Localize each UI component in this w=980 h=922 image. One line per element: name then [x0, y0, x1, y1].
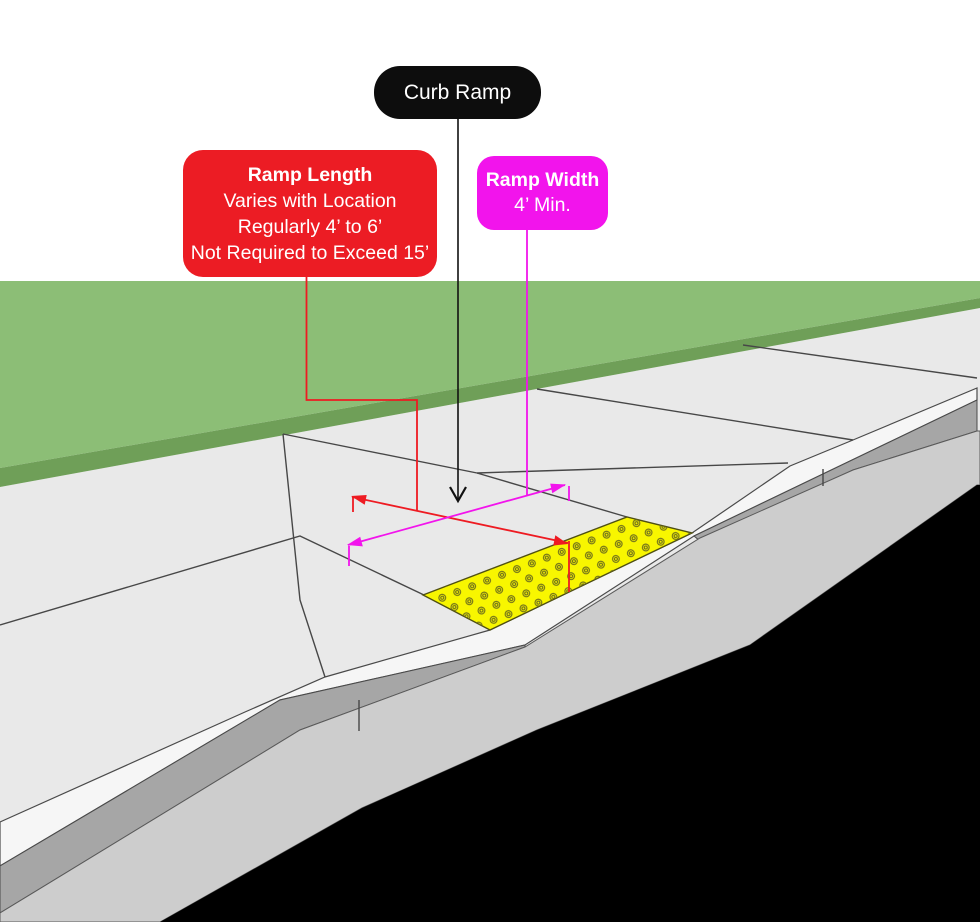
- ramp-length-line-2: Regularly 4’ to 6’: [237, 215, 383, 238]
- ramp-width-dimension: [347, 230, 570, 566]
- grass-strip: [0, 281, 980, 468]
- down-arrow-icon: [449, 486, 467, 504]
- ramp-length-line-1: Varies with Location: [223, 189, 397, 212]
- ramp-length-line-3: Not Required to Exceed 15’: [190, 241, 430, 264]
- joint-left-flare-edge: [282, 433, 326, 678]
- curb-ramp-leader: [449, 119, 467, 504]
- ramp-length-dimension: [305, 277, 570, 592]
- ramp-width-line-1: 4’ Min.: [514, 194, 571, 216]
- joint-ramp-side-right: [476, 472, 628, 518]
- ramp-width-title: Ramp Width: [485, 169, 600, 191]
- joint-ramp-hinge-left: [282, 433, 478, 474]
- ramp-length-label: Ramp Length Varies with Location Regular…: [183, 150, 437, 277]
- arrowhead-right-icon: [553, 535, 568, 546]
- asphalt-street: [160, 485, 980, 922]
- arrowhead-left-icon: [351, 495, 367, 505]
- curb-ramp-label: Curb Ramp: [374, 66, 541, 119]
- ramp-width-label: Ramp Width 4’ Min.: [477, 156, 608, 230]
- joint-sidewalk-panel-left: [0, 535, 425, 626]
- joint-diagonal-right-1: [536, 388, 854, 441]
- joint-ramp-hinge-right: [476, 462, 789, 474]
- curb-ramp-label-text: Curb Ramp: [403, 80, 512, 104]
- ramp-length-leader: [305, 277, 418, 511]
- grass-edge: [0, 298, 980, 487]
- ramp-width-dim-line: [347, 484, 566, 546]
- arrowhead-right-icon: [550, 483, 566, 494]
- sidewalk-joints: [0, 344, 978, 731]
- gutter: [0, 430, 980, 922]
- arrowhead-left-icon: [347, 536, 363, 547]
- tactile-domes: [423, 517, 692, 630]
- joint-diagonal-right-2: [742, 344, 978, 379]
- ramp-length-dim-line: [351, 496, 569, 544]
- ramp-length-title: Ramp Length: [247, 163, 373, 186]
